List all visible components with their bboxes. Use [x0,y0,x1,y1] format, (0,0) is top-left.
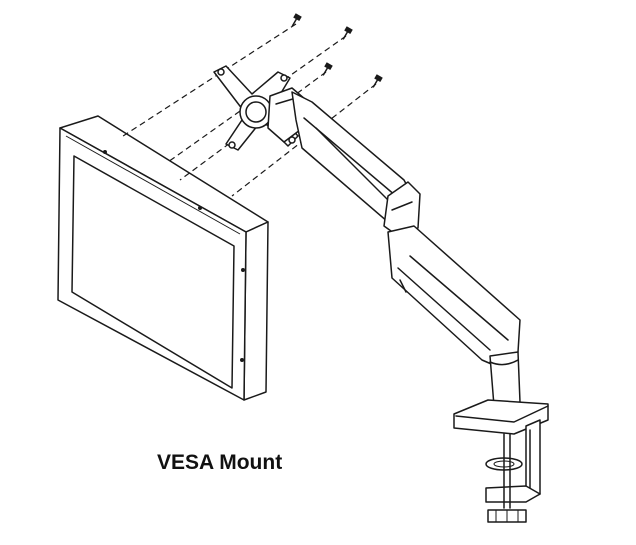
screws [291,13,383,88]
screw-icon [322,62,333,76]
monitor-rim [65,135,241,235]
clamp-top-edge [455,405,549,423]
vesa-hole [217,68,225,76]
vesa-hole [228,141,236,149]
elbow-joint [383,181,421,237]
elbow-detail [391,201,413,211]
arm-post [489,351,521,407]
screw-icon [291,13,302,27]
monitor-top-dot [103,150,107,154]
clamp-top-plate [453,399,549,435]
lower-arm-ridge [397,267,491,351]
monitor-screen [71,155,235,389]
diagram-caption: VESA Mount [157,451,283,474]
upper-arm-groove [315,127,393,205]
vesa-hole [280,74,288,82]
screw-icon [372,74,383,88]
guide-line [119,23,297,139]
screw-icon [342,26,353,40]
vesa-hole [288,136,296,144]
monitor-top-dot [198,206,202,210]
guide-line [167,35,347,163]
lower-arm-groove [409,255,509,341]
clamp-lower-jaw [485,485,541,503]
monitor-side-screw [240,358,244,362]
monitor [57,115,269,401]
vesa-plate-hub [245,101,267,123]
monitor-side-edge [243,221,269,401]
lower-arm-detail [399,279,407,293]
monitor-side-screw [241,268,245,272]
post-collar [489,359,519,366]
desk-clamp [453,399,549,523]
lower-arm [387,225,521,367]
gas-spring-arm [267,87,521,407]
